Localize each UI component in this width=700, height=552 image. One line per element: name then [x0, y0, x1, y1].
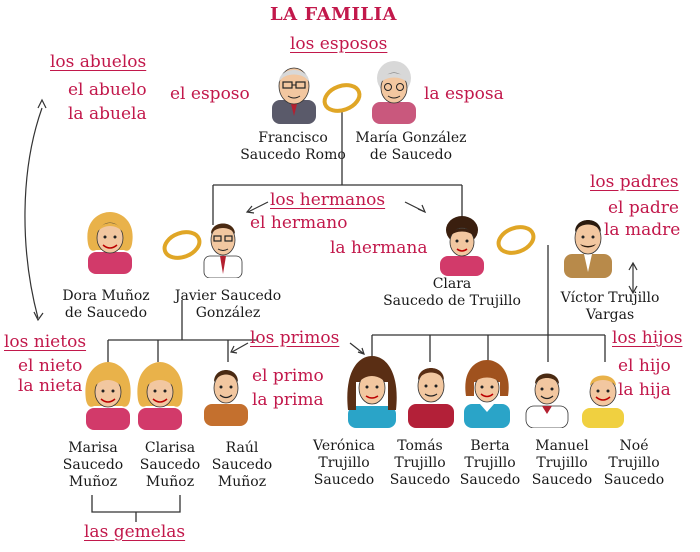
label-los-padres: los padres	[590, 172, 679, 192]
label-los-hermanos: los hermanos	[270, 190, 386, 210]
portrait-clara	[440, 216, 484, 276]
label-el-esposo: el esposo	[170, 84, 250, 104]
portrait-tomas	[408, 368, 454, 428]
portrait-francisco	[272, 67, 316, 124]
portrait-dora	[87, 212, 133, 274]
arrow-hermano	[247, 201, 269, 213]
portrait-victor	[564, 220, 612, 278]
arrow-abuelos-nietos	[24, 107, 43, 319]
label-los-esposos: los esposos	[290, 34, 388, 54]
label-la-hermana: la hermana	[330, 238, 428, 258]
ring-grandparents	[322, 83, 362, 113]
label-los-hijos: los hijos	[612, 328, 683, 348]
label-la-prima: la prima	[252, 390, 324, 410]
label-los-primos: los primos	[250, 328, 340, 348]
page-title: LA FAMILIA	[270, 4, 397, 25]
label-la-nieta: la nieta	[18, 376, 83, 396]
portrait-javier	[203, 223, 243, 278]
ring-javier-dora	[162, 230, 202, 260]
portrait-marisa	[85, 362, 131, 430]
label-el-primo: el primo	[252, 366, 324, 386]
portrait-maria	[372, 61, 416, 124]
label-el-nieto: el nieto	[18, 356, 83, 376]
portrait-manuel	[525, 373, 569, 428]
label-el-hermano: el hermano	[250, 213, 348, 233]
portrait-veronica	[347, 356, 397, 428]
portrait-clarisa	[137, 362, 183, 430]
label-las-gemelas: las gemelas	[84, 522, 186, 542]
label-los-abuelos: los abuelos	[50, 52, 147, 72]
label-la-abuela: la abuela	[68, 104, 147, 124]
portrait-berta	[464, 360, 510, 428]
arrow-primos-right	[349, 342, 365, 355]
label-el-abuelo: el abuelo	[68, 80, 147, 100]
label-el-padre: el padre	[608, 198, 679, 218]
label-la-esposa: la esposa	[424, 84, 504, 104]
label-los-nietos: los nietos	[4, 332, 87, 352]
portrait-noe	[582, 375, 624, 428]
label-el-hijo: el hijo	[618, 356, 671, 376]
ring-clara-victor	[496, 225, 536, 255]
portrait-raul	[204, 370, 248, 426]
label-la-madre: la madre	[604, 220, 681, 240]
label-la-hija: la hija	[618, 380, 671, 400]
arrow-primo	[231, 342, 249, 353]
